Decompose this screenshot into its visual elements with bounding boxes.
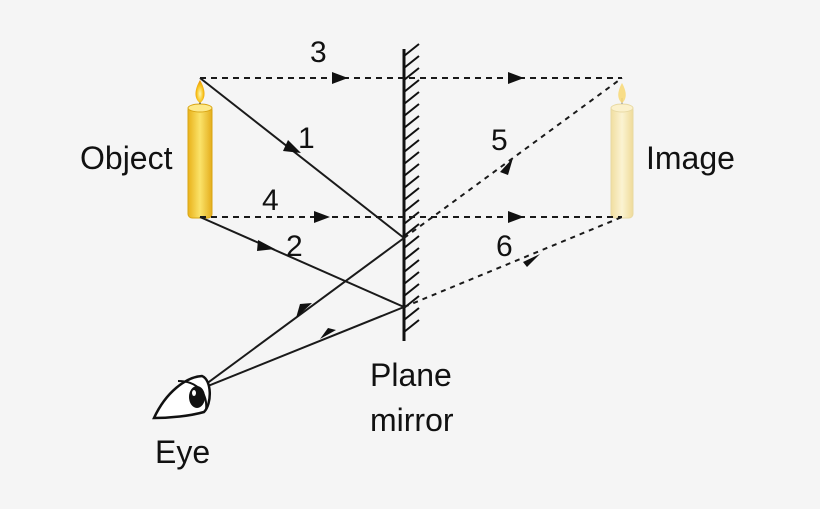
- object-candle: [187, 80, 213, 219]
- ray-5: [403, 77, 623, 239]
- mirror-hatch-mark: [403, 55, 420, 69]
- mirror-hatch-mark: [403, 187, 420, 201]
- mirror-hatch-mark: [403, 271, 420, 285]
- ray-1-reflected-arrow-icon: [296, 303, 312, 318]
- ray-2-label: 2: [286, 230, 303, 263]
- ray-3: [200, 72, 622, 84]
- mirror-hatch-mark: [403, 235, 420, 249]
- ray-6: [403, 216, 623, 308]
- mirror-hatch-mark: [403, 115, 420, 129]
- ray-6-arrow-icon: [523, 254, 540, 267]
- mirror-hatch-mark: [403, 91, 420, 105]
- object-flame-icon: [195, 80, 205, 103]
- image-label: Image: [646, 140, 735, 176]
- ray-2-arrow-icon: [257, 240, 275, 251]
- ray-6-label: 6: [496, 230, 513, 263]
- ray-2-reflected-arrow-icon: [320, 328, 336, 339]
- mirror-hatch-mark: [403, 151, 420, 165]
- image-candle: [610, 83, 634, 219]
- mirror-hatch-mark: [403, 79, 420, 93]
- ray-2: [197, 216, 405, 391]
- mirror-hatch-mark: [403, 139, 420, 153]
- plane-mirror: [402, 43, 420, 341]
- mirror-label-line2: mirror: [370, 402, 454, 438]
- mirror-hatch-mark: [403, 259, 420, 273]
- eye-label: Eye: [155, 434, 211, 470]
- ray-3-arrow-right-icon: [508, 72, 524, 84]
- mirror-hatch-mark: [403, 223, 420, 237]
- ray-3-arrow-left-icon: [332, 72, 348, 84]
- mirror-hatch-mark: [403, 319, 420, 333]
- mirror-hatch-mark: [403, 163, 420, 177]
- ray-5-arrow-icon: [500, 158, 513, 175]
- mirror-hatch-mark: [403, 67, 420, 81]
- ray-4: [200, 211, 622, 223]
- mirror-hatch-mark: [403, 247, 420, 261]
- mirror-hatch-mark: [403, 283, 420, 297]
- ray-4-arrow-right-icon: [508, 211, 524, 223]
- ray-4-arrow-left-icon: [314, 211, 330, 223]
- eye-icon: [152, 374, 211, 420]
- ray-1-label: 1: [298, 122, 315, 155]
- ray-3-label: 3: [310, 36, 327, 69]
- ray-5-label: 5: [491, 124, 508, 157]
- ray-1-arrow-icon: [283, 140, 301, 153]
- image-flame-icon: [618, 83, 626, 103]
- mirror-hatch-mark: [403, 127, 420, 141]
- object-label: Object: [80, 140, 173, 176]
- mirror-hatch-mark: [403, 307, 420, 321]
- mirror-hatch-mark: [403, 103, 420, 117]
- ray-4-label: 4: [262, 184, 279, 217]
- mirror-hatch-mark: [403, 43, 420, 57]
- mirror-label-line1: Plane: [370, 357, 452, 393]
- ray-1: [197, 77, 405, 391]
- mirror-hatch-mark: [403, 199, 420, 213]
- mirror-hatch-mark: [403, 175, 420, 189]
